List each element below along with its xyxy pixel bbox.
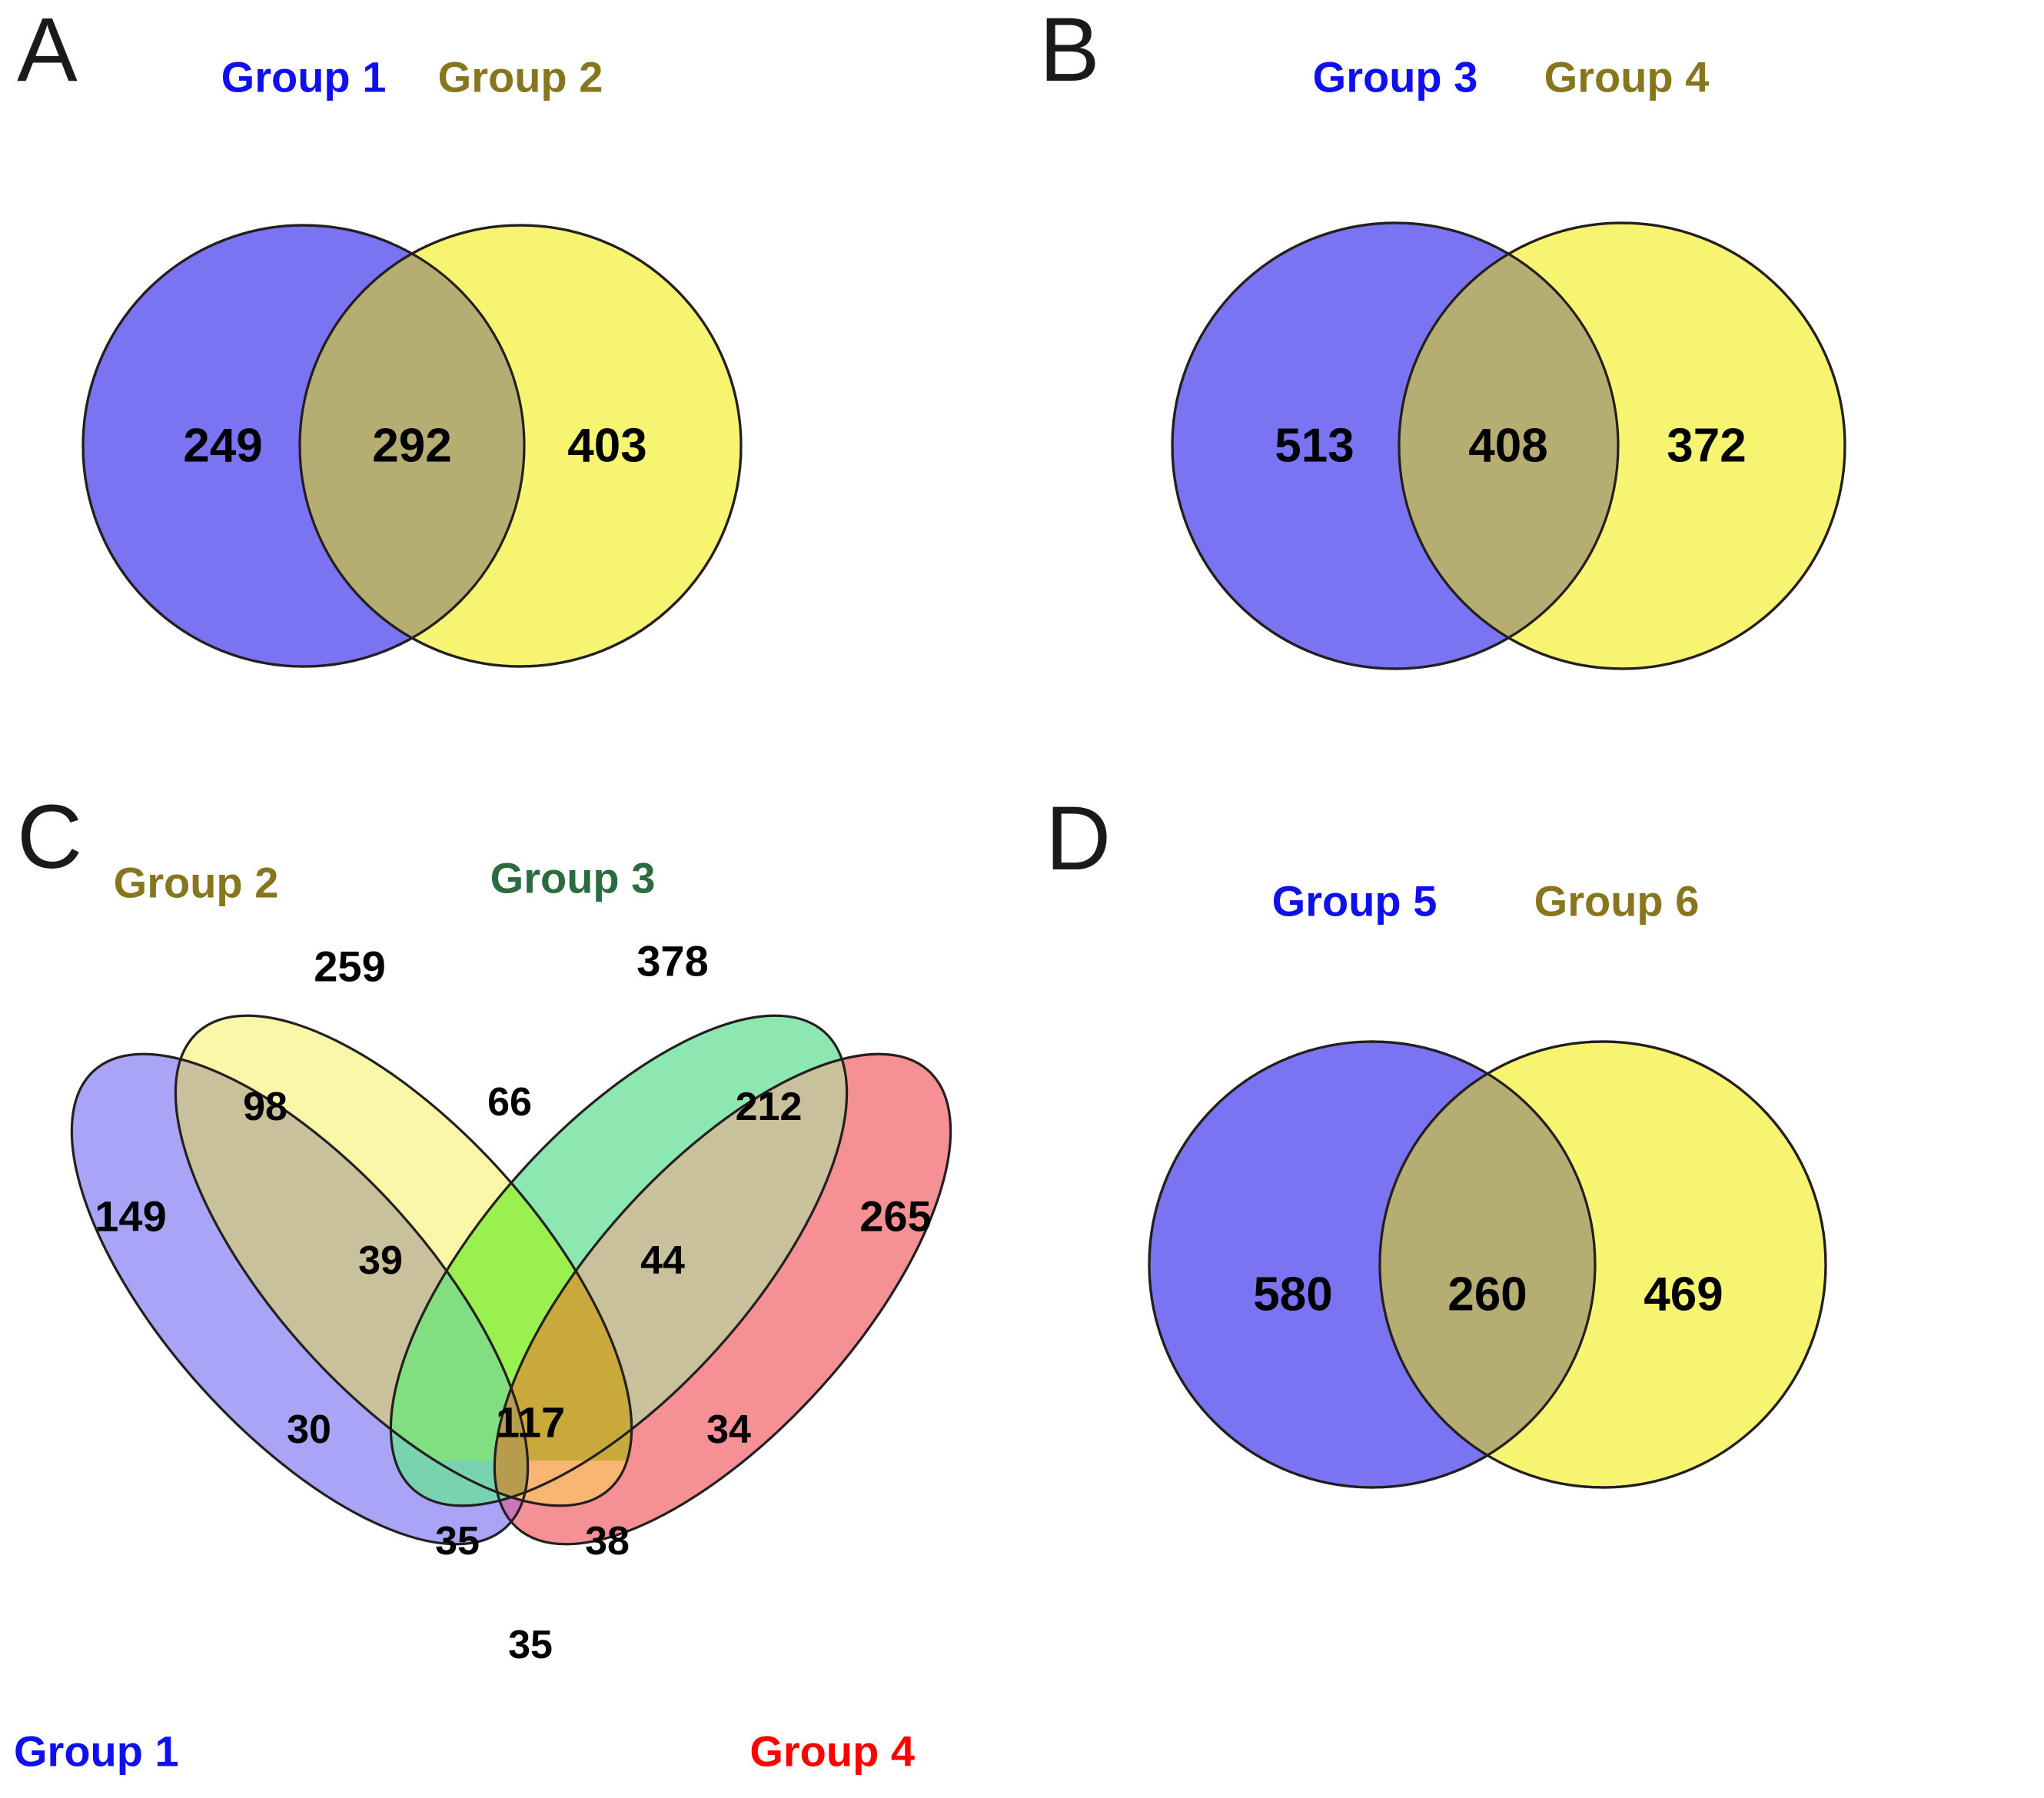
panel-letter-a: A bbox=[17, 0, 78, 101]
panel-d-count-intersection: 260 bbox=[1447, 1268, 1527, 1321]
panel-a-label-group2: Group 2 bbox=[438, 53, 603, 101]
panel-d-label-group5: Group 5 bbox=[1272, 877, 1437, 926]
panel-c-count-g1-g3-g4: 35 bbox=[435, 1519, 480, 1564]
panel-c-count-g1-g2: 98 bbox=[243, 1085, 287, 1129]
panel-a: A Group 1 Group 2 249 292 403 bbox=[0, 0, 1022, 784]
panel-letter-c: C bbox=[17, 786, 83, 888]
venn-overlap-g5-g6 bbox=[1380, 1042, 1595, 1487]
panel-b-label-group3: Group 3 bbox=[1313, 53, 1478, 101]
panel-a-venn: Group 1 Group 2 249 292 403 bbox=[81, 53, 743, 668]
panel-c-count-g1-g3: 30 bbox=[287, 1407, 331, 1452]
panel-c-label-group4: Group 4 bbox=[749, 1727, 915, 1776]
venn-circle-group5-outline bbox=[1148, 1040, 1597, 1489]
panel-c: C bbox=[0, 784, 1029, 1798]
panel-b-label-group4: Group 4 bbox=[1544, 53, 1710, 101]
panel-c-count-g2-only: 259 bbox=[314, 942, 385, 991]
panel-c-count-g1-g2-g4: 38 bbox=[585, 1519, 630, 1564]
venn-circle-group3-outline bbox=[1171, 221, 1620, 670]
panel-c-count-g1-only: 149 bbox=[95, 1192, 166, 1241]
panel-d: D Group 5 Group 6 580 260 469 bbox=[1022, 784, 2044, 1798]
panel-d-venn: Group 5 Group 6 580 260 469 bbox=[1148, 877, 1827, 1489]
panel-a-count-left: 249 bbox=[183, 420, 262, 473]
venn-circle-group4-outline bbox=[1398, 221, 1846, 670]
panel-b-count-left: 513 bbox=[1275, 420, 1354, 473]
panel-c-count-g2-g3-g4: 44 bbox=[640, 1238, 685, 1283]
panel-c-count-g1-g4: 35 bbox=[508, 1623, 553, 1667]
panel-c-count-g3-only: 378 bbox=[636, 937, 708, 985]
panel-c-count-g2-g4: 34 bbox=[706, 1407, 751, 1452]
panel-b-venn: Group 3 Group 4 513 408 372 bbox=[1171, 53, 1846, 670]
panel-c-count-all-four: 117 bbox=[496, 1398, 565, 1447]
panel-d-label-group6: Group 6 bbox=[1534, 877, 1700, 926]
panel-b: B Group 3 Group 4 513 408 372 bbox=[1022, 0, 2044, 784]
panel-d-count-right: 469 bbox=[1644, 1268, 1723, 1321]
venn-circle-group2-outline bbox=[298, 224, 743, 668]
panel-a-count-right: 403 bbox=[567, 420, 646, 473]
panel-a-label-group1: Group 1 bbox=[221, 53, 387, 101]
panel-c-count-g4-only: 265 bbox=[859, 1192, 931, 1241]
panel-b-count-intersection: 408 bbox=[1468, 420, 1547, 473]
panel-d-count-left: 580 bbox=[1253, 1268, 1332, 1321]
panel-letter-d: D bbox=[1045, 788, 1112, 889]
panel-c-count-g1-g2-g3: 39 bbox=[358, 1238, 403, 1283]
venn-circle-group6-outline bbox=[1378, 1040, 1827, 1489]
panel-c-label-group3: Group 3 bbox=[490, 854, 656, 902]
panel-c-venn: Group 2 Group 3 Group 1 Group 4 259 378 … bbox=[0, 854, 1029, 1776]
venn-overlap-g1-g2 bbox=[300, 225, 524, 666]
panel-c-label-group2: Group 2 bbox=[114, 859, 279, 907]
venn-overlap-g3-g4 bbox=[1399, 223, 1618, 669]
panel-b-count-right: 372 bbox=[1667, 420, 1746, 473]
venn-circle-group1-outline bbox=[81, 224, 526, 668]
panel-c-count-g3-g4: 212 bbox=[736, 1085, 803, 1129]
panel-c-label-group1: Group 1 bbox=[14, 1727, 179, 1776]
panel-letter-b: B bbox=[1039, 0, 1100, 101]
panel-c-count-g2-g3: 66 bbox=[487, 1080, 532, 1125]
panel-a-count-intersection: 292 bbox=[372, 420, 451, 473]
